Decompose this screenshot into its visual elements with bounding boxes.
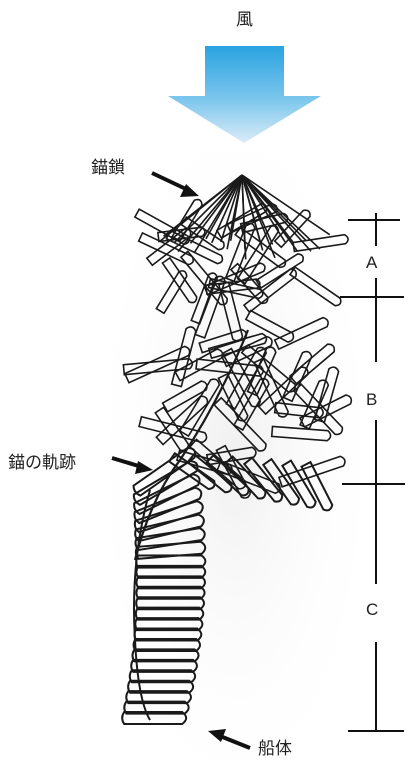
anchor-chain-label: 錨鎖	[91, 158, 125, 178]
hull-label: 船体	[258, 739, 292, 759]
wind-arrow-icon	[168, 46, 321, 143]
anchor-track-label: 錨の軌跡	[8, 453, 76, 473]
segment-c-label: C	[364, 600, 380, 620]
wind-label: 風	[236, 10, 253, 30]
scan-background	[110, 150, 360, 760]
segment-b-label: B	[364, 390, 379, 410]
segment-a-label: A	[364, 253, 379, 273]
